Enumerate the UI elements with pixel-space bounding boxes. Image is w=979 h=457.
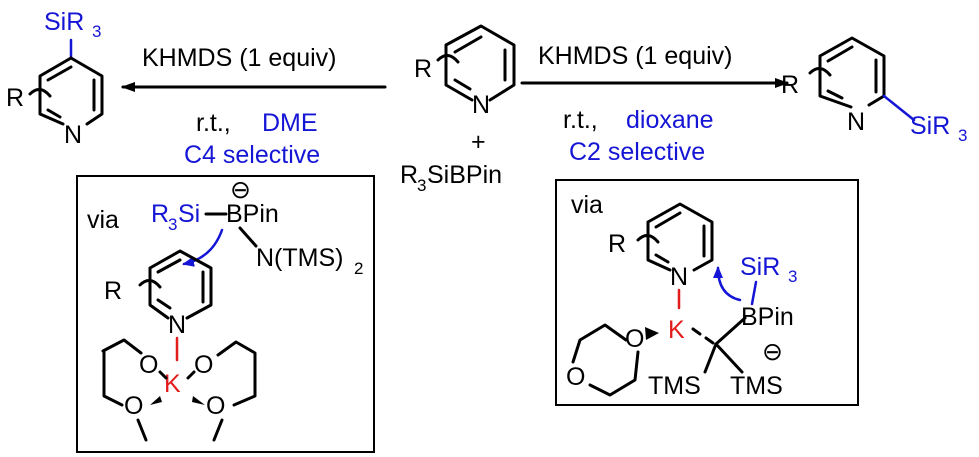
right-selectivity: C2 selective xyxy=(569,138,705,166)
left-boron-bpin: BPin xyxy=(226,200,279,228)
right-solvent: dioxane xyxy=(626,106,714,134)
right-via-label: via xyxy=(571,191,603,219)
left-conditions-prefix: r.t., xyxy=(196,109,231,137)
c2-product-n: N xyxy=(847,108,865,136)
silylborane-reagent: R 3 SiBPin xyxy=(400,161,502,195)
left-dme-o2: O xyxy=(194,351,213,379)
left-amide-subscript: 2 xyxy=(354,259,363,278)
left-potassium: K xyxy=(164,370,181,398)
c4-product-r: R xyxy=(6,84,24,112)
right-pyridine-n: N xyxy=(670,263,688,291)
right-pyridine-r: R xyxy=(608,230,626,258)
right-borate-charge: ⊖ xyxy=(762,338,783,366)
c4-product-n: N xyxy=(64,121,82,149)
substrate-pyridine: R N xyxy=(414,24,516,119)
silylborane-subscript: 3 xyxy=(417,176,426,195)
right-dioxane-o2: O xyxy=(566,363,585,391)
silylborane-rest: SiBPin xyxy=(427,161,502,189)
right-intermediate-box xyxy=(555,179,859,406)
left-solvent: DME xyxy=(262,109,318,137)
silylborane-r: R xyxy=(400,161,418,189)
right-conditions-prefix: r.t., xyxy=(563,106,598,134)
left-amide: N(TMS) xyxy=(256,244,343,272)
left-intermediate: via ⊖ R 3 Si BPin N(TMS) 2 R N K O O O O xyxy=(87,176,363,442)
plus-sign: + xyxy=(471,128,486,156)
right-tms-2: TMS xyxy=(730,372,783,400)
left-pyridine-r: R xyxy=(104,277,122,305)
right-dioxane-o1: O xyxy=(625,325,644,353)
left-dme-o4: O xyxy=(206,392,225,420)
c4-silyl-product: SiR 3 R N xyxy=(6,8,104,149)
left-via-label: via xyxy=(87,206,119,234)
left-silyl-transfer-arrow xyxy=(182,228,224,267)
c2-silyl-group: SiR xyxy=(910,112,950,140)
substituent-r: R xyxy=(414,55,432,83)
left-dme-o1: O xyxy=(139,351,158,379)
left-reagent: KHMDS (1 equiv) xyxy=(142,44,337,72)
c4-silyl-group: SiR xyxy=(44,8,84,36)
left-silyl-subscript: 3 xyxy=(168,215,177,234)
right-intermediate: via R N K O O BPin ⊖ TMS TMS SiR 3 xyxy=(566,191,797,400)
right-tms-1: TMS xyxy=(648,372,701,400)
left-silyl-r: R xyxy=(151,200,169,228)
left-borate-charge: ⊖ xyxy=(230,176,251,204)
left-dme-o3: O xyxy=(124,392,143,420)
right-silyl-transfer-arrow xyxy=(713,266,742,302)
left-pyridine-n: N xyxy=(168,311,186,339)
c2-silyl-product: R N SiR 3 xyxy=(781,36,967,145)
left-silyl-si: Si xyxy=(178,200,200,228)
c4-silyl-subscript: 3 xyxy=(92,22,101,41)
right-silyl-group: SiR xyxy=(740,253,780,281)
right-potassium: K xyxy=(668,316,685,344)
left-selectivity: C4 selective xyxy=(184,141,320,169)
right-boron-bpin: BPin xyxy=(741,303,794,331)
right-silyl-subscript: 3 xyxy=(788,267,797,286)
pyridine-n: N xyxy=(472,91,490,119)
right-reagent: KHMDS (1 equiv) xyxy=(538,42,733,70)
left-intermediate-box xyxy=(76,175,375,453)
c2-silyl-subscript: 3 xyxy=(958,126,967,145)
c2-product-r: R xyxy=(781,71,799,99)
